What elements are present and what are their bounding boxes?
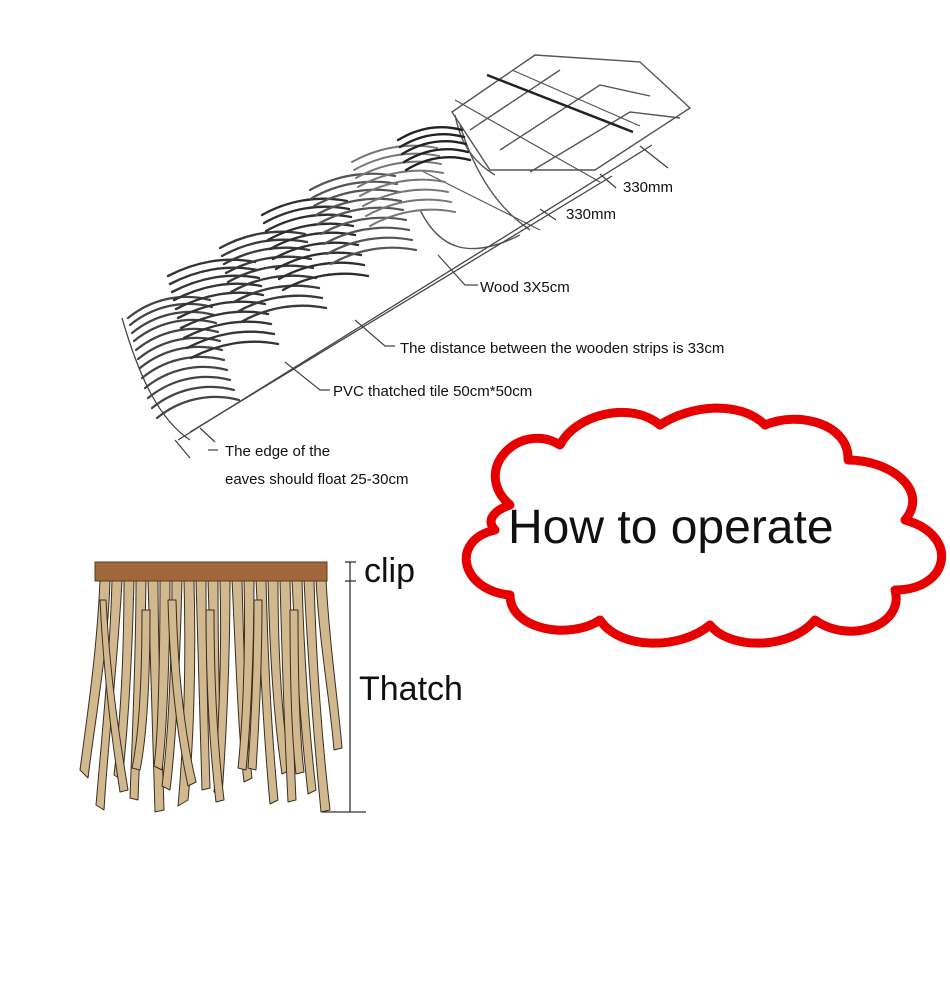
wood-label: Wood 3X5cm [480,279,570,296]
clip-label: clip [364,552,415,590]
roof-base-lines [121,144,669,459]
tile-row-6 [351,144,456,227]
eaves-label-line-2: eaves should float 25-30cm [225,471,408,488]
tile-row-7 [396,126,472,172]
roof-installation-diagram: 330mm 330mm Wood 3X5cm The distance betw… [121,54,724,488]
dimension-label-upper: 330mm [623,179,673,196]
tile-size-label: PVC thatched tile 50cm*50cm [333,383,532,400]
how-to-operate-callout: How to operate [461,403,947,648]
dimension-bracket [322,561,366,813]
thatch-label: Thatch [359,670,463,708]
thatch-panel: clip Thatch [79,552,463,813]
clip-bar [94,561,328,582]
thatched-tile-rows [126,126,472,420]
tile-row-1 [126,295,241,420]
cloud-shape [461,403,947,648]
callout-text: How to operate [508,501,834,554]
tile-row-2 [166,258,280,360]
thatch-strands [79,579,343,813]
wooden-batten-frame [419,54,692,250]
leader-lines [208,254,478,451]
tile-row-5 [308,172,418,266]
strip-distance-label: The distance between the wooden strips i… [400,340,724,357]
tile-row-3 [218,230,328,324]
eaves-label-line-1: The edge of the [225,443,330,460]
dimension-label-lower: 330mm [566,206,616,223]
